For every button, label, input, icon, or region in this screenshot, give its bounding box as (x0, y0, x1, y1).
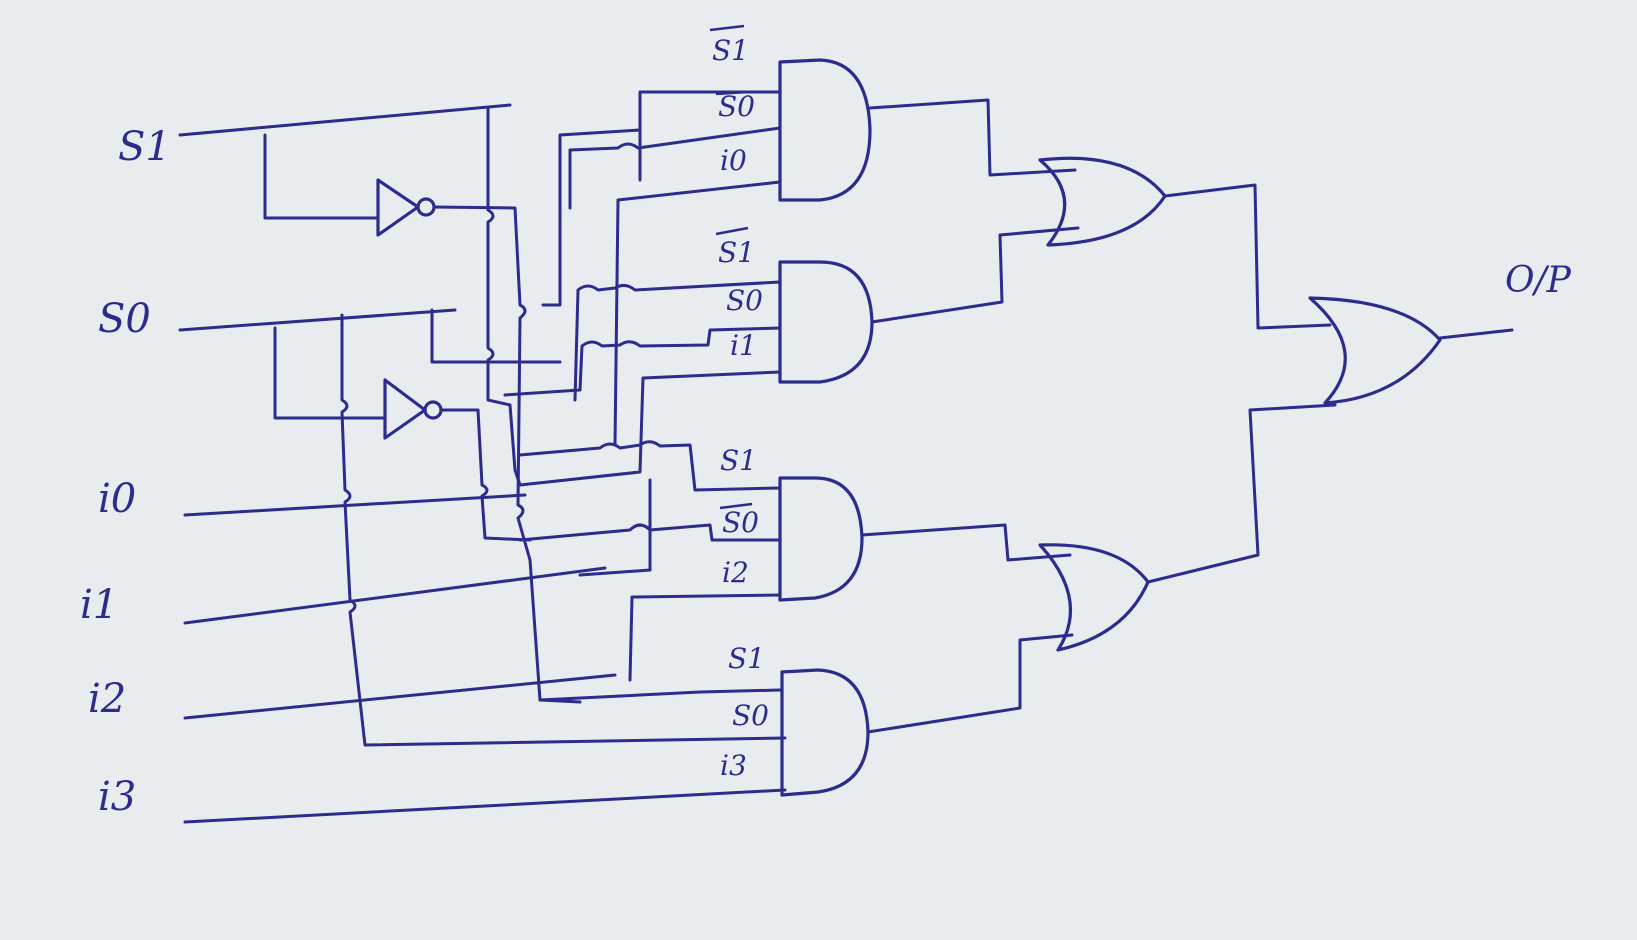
wire-output (1438, 328, 1514, 340)
and3-label-i3: i3 (720, 749, 747, 782)
route-and2-a (518, 440, 782, 492)
and0-label-s1: S1 (712, 34, 749, 67)
input-label-i3: i3 (98, 774, 136, 820)
route-and1-c (503, 326, 782, 397)
bus-s1 (486, 106, 522, 487)
wire-and0-to-or0 (868, 98, 1077, 177)
not-gate-s0 (383, 378, 443, 440)
and3-label-s0: S0 (732, 699, 769, 732)
and1-bar-s1 (715, 226, 749, 236)
wire-s0-to-not (273, 326, 387, 420)
wire-and1-to-or0 (870, 226, 1080, 324)
wire-i0-input (183, 493, 527, 517)
and-gate-1 (778, 260, 874, 384)
input-label-s1: S1 (118, 124, 171, 170)
and3-label-s1: S1 (728, 642, 765, 675)
input-label-s0: S0 (98, 296, 151, 342)
input-label-i2: i2 (88, 676, 126, 722)
not-gate-s1 (376, 178, 436, 237)
wire-i3-input (183, 788, 787, 824)
input-label-i1: i1 (80, 582, 118, 628)
and2-label-s0: S0 (722, 506, 759, 539)
wire-or1-to-final (1146, 403, 1337, 584)
and0-label-i0: i0 (720, 144, 747, 177)
input-label-i0: i0 (98, 476, 136, 522)
or-gate-1 (1038, 543, 1150, 652)
route-and0-a (638, 90, 782, 182)
wire-i1-input (183, 566, 607, 625)
bus-not-s1 (432, 205, 582, 704)
bus-not-s0 (439, 408, 532, 542)
route-and2-c (578, 478, 652, 577)
route-and1-d (518, 370, 782, 487)
or-gate-final (1308, 296, 1442, 405)
and0-bar-s0 (715, 90, 749, 96)
and2-bar-s0 (719, 502, 753, 510)
route-and1-b (573, 280, 782, 402)
wire-s0-input (178, 308, 457, 332)
route-and0-c (613, 180, 782, 447)
route-and2-b (518, 523, 782, 542)
output-label: O/P (1505, 260, 1572, 301)
wire-i2-input (183, 673, 617, 720)
and2-label-s1: S1 (720, 444, 757, 477)
route-and0-b (568, 126, 782, 210)
or-gate-0 (1038, 156, 1167, 247)
and0-label-s0: S0 (718, 90, 755, 123)
wire-s0-branch (430, 308, 562, 364)
wire-or0-to-final (1163, 183, 1332, 330)
and0-bar-s1 (709, 24, 745, 32)
wire-s1-input (178, 103, 512, 137)
route-and3-a (538, 688, 782, 702)
wire-s1-to-not (263, 133, 380, 220)
wire-and3-to-or1 (866, 633, 1074, 734)
route-and2-d (628, 593, 782, 682)
and1-label-s1: S1 (718, 236, 755, 269)
route-and1-a (541, 128, 642, 307)
and-gate-2 (778, 476, 864, 602)
and1-label-i1: i1 (730, 329, 757, 362)
and-gate-0 (778, 58, 872, 202)
and1-label-s0: S0 (726, 284, 763, 317)
bus-s0 (340, 313, 787, 747)
and2-label-i2: i2 (722, 556, 749, 589)
wire-and2-to-or1 (860, 523, 1072, 562)
and-gate-3 (780, 668, 870, 797)
